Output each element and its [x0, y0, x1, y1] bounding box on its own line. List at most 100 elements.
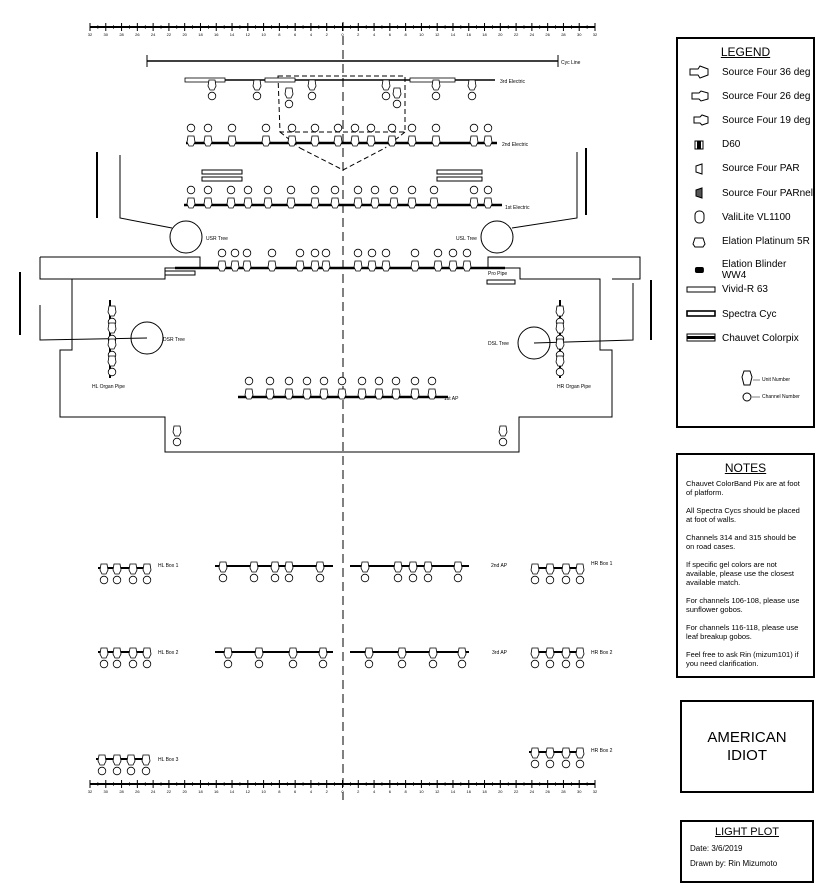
fixture-body	[561, 647, 571, 659]
ruler-label: 32	[593, 32, 598, 37]
channel-circle	[99, 659, 109, 669]
fixture-body	[226, 197, 236, 209]
channel-circle	[381, 91, 391, 101]
fixture-body	[530, 747, 540, 759]
legend-item: Source Four 19 deg	[686, 113, 810, 127]
fixture-body	[410, 388, 420, 400]
lighting-unit	[429, 185, 439, 209]
lighting-unit	[575, 647, 585, 669]
channel-circle	[252, 91, 262, 101]
notes-panel: NOTES Chauvet ColorBand Pix are at foot …	[676, 453, 815, 678]
fixture-body	[126, 754, 136, 766]
fixture-body	[353, 197, 363, 209]
lighting-unit	[97, 754, 107, 776]
d60-icon	[694, 140, 704, 150]
channel-circle	[128, 659, 138, 669]
legend-item-label: Elation Blinder WW4	[721, 258, 787, 281]
fixture-body	[457, 647, 467, 659]
units	[97, 79, 585, 776]
lighting-unit	[218, 561, 228, 583]
ruler-label: 26	[545, 789, 550, 794]
hl-box-2-label: HL Box 2	[158, 650, 179, 656]
fixture-body	[99, 647, 109, 659]
channel-circle	[357, 376, 367, 386]
ruler-label: 18	[482, 789, 487, 794]
legend-item: Chauvet Colorpix	[686, 331, 799, 345]
channel-circle	[448, 248, 458, 258]
lighting-unit	[381, 248, 391, 272]
lighting-unit	[555, 355, 565, 377]
legend-item: Source Four 36 deg	[686, 65, 810, 79]
fixture-body	[244, 388, 254, 400]
lighting-unit	[350, 123, 360, 147]
fixture-body	[433, 260, 443, 272]
note-item: Chauvet ColorBand Pix are at foot of pla…	[686, 479, 800, 497]
lighting-unit	[142, 563, 152, 585]
channel-circle	[244, 376, 254, 386]
legend-item-label: Source Four PAR	[722, 163, 800, 175]
fixture-body	[428, 647, 438, 659]
note-item: If specific gel colors are not available…	[686, 560, 794, 587]
lighting-unit	[128, 563, 138, 585]
legend-item-label: Source Four 19 deg	[722, 114, 811, 126]
lighting-unit	[453, 561, 463, 583]
lighting-unit	[203, 185, 213, 209]
channel-circle	[126, 766, 136, 776]
channel-circle	[575, 759, 585, 769]
lighting-unit	[330, 185, 340, 209]
channel-circle	[370, 185, 380, 195]
channel-circle	[186, 123, 196, 133]
ruler-label: 12	[435, 32, 440, 37]
channel-circle	[128, 575, 138, 585]
fixture-body	[545, 747, 555, 759]
fixture-body	[218, 561, 228, 573]
channel-circle	[408, 573, 418, 583]
lighting-unit	[389, 185, 399, 209]
fixture-body	[302, 388, 312, 400]
channel-circle	[288, 659, 298, 669]
fixture-body	[427, 388, 437, 400]
ruler-label: 30	[104, 32, 109, 37]
2nd-electric-label: 2nd Electric	[502, 142, 529, 148]
channel-circle	[310, 185, 320, 195]
fixture-body	[423, 561, 433, 573]
lighting-unit	[431, 123, 441, 147]
lighting-unit	[353, 248, 363, 272]
lighting-unit	[530, 563, 540, 585]
legend-item-label: Source Four 26 deg	[722, 90, 811, 102]
channel-circle	[407, 185, 417, 195]
ruler-label: 8	[405, 789, 408, 794]
lighting-unit	[270, 561, 280, 583]
fixture-body	[203, 135, 213, 147]
ruler-label: 32	[88, 32, 93, 37]
lighting-unit	[242, 248, 252, 272]
fixture-body	[287, 135, 297, 147]
channel-circle	[353, 248, 363, 258]
legend-item: Elation Blinder WW4	[686, 259, 813, 281]
fixture-body	[410, 260, 420, 272]
channel-circle	[467, 91, 477, 101]
fixture-body	[141, 754, 151, 766]
channel-circle	[141, 766, 151, 776]
channel-circle	[249, 573, 259, 583]
channel-circle	[295, 248, 305, 258]
channel-circle	[427, 376, 437, 386]
pipes	[96, 77, 581, 760]
fixture-body	[350, 135, 360, 147]
channel-circle	[217, 248, 227, 258]
spectra-cyc-unit	[486, 279, 516, 285]
channel-circle	[172, 437, 182, 447]
fixture-body	[267, 260, 277, 272]
channel-circle	[389, 185, 399, 195]
lighting-unit	[112, 647, 122, 669]
channel-circle	[483, 185, 493, 195]
lighting-unit	[310, 248, 320, 272]
ruler-label: 28	[561, 789, 566, 794]
channel-circle	[469, 185, 479, 195]
fixture-body	[242, 260, 252, 272]
hr-box-1-label: HR Box 1	[591, 561, 613, 567]
channel-circle	[387, 123, 397, 133]
lighting-unit	[128, 647, 138, 669]
channel-circle	[407, 123, 417, 133]
